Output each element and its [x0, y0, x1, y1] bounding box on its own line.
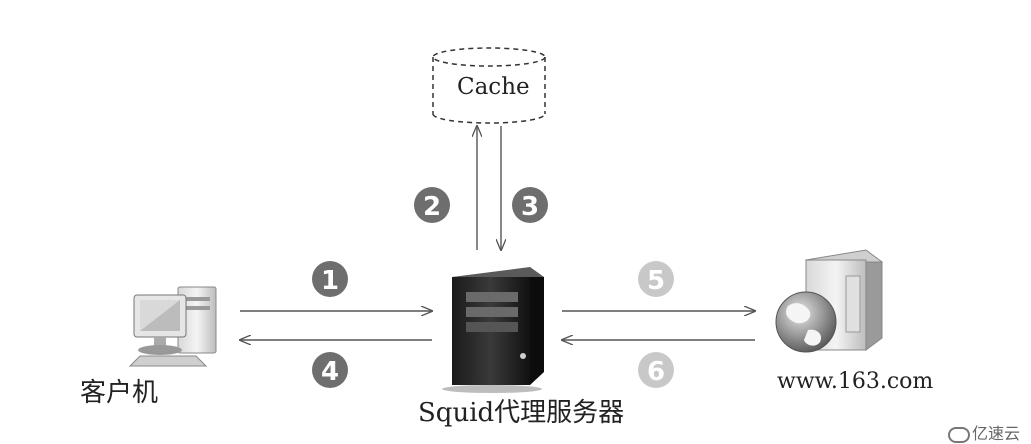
client-label: 客户机 — [80, 378, 159, 408]
step-badge-5: 5 — [638, 261, 674, 297]
step-badge-2: 2 — [414, 187, 450, 223]
svg-text:2: 2 — [423, 192, 441, 222]
step-badge-4: 4 — [312, 352, 348, 388]
svg-text:4: 4 — [321, 357, 339, 387]
web-server-icon — [775, 249, 884, 353]
watermark: 亿速云 — [948, 420, 1020, 444]
svg-text:1: 1 — [321, 266, 339, 296]
client-computer-icon — [128, 286, 217, 367]
proxy-server-label: Squid代理服务器 — [418, 398, 625, 428]
cloud-logo-icon — [948, 426, 970, 443]
cache-label: Cache — [457, 74, 530, 100]
proxy-server-icon — [442, 267, 544, 393]
watermark-text: 亿速云 — [972, 424, 1021, 443]
svg-text:6: 6 — [647, 357, 665, 387]
svg-text:5: 5 — [647, 266, 665, 296]
cache-cylinder — [432, 47, 546, 124]
web-server-label: www.163.com — [777, 369, 934, 394]
step-badge-6: 6 — [638, 352, 674, 388]
svg-text:3: 3 — [521, 192, 539, 222]
step-badge-3: 3 — [512, 187, 548, 223]
step-badge-1: 1 — [312, 261, 348, 297]
